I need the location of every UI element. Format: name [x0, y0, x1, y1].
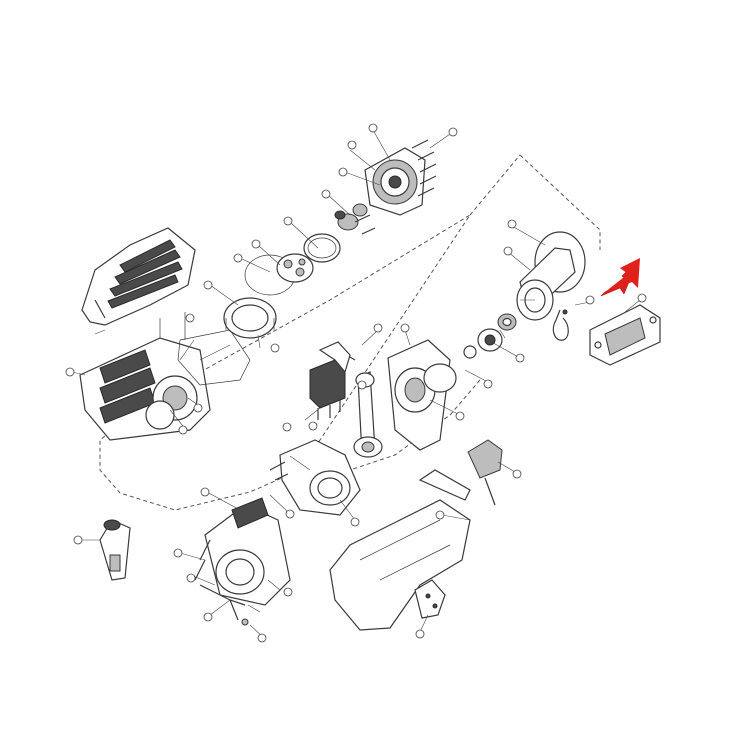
- cover-plate: [414, 579, 446, 619]
- planetary-carrier: [276, 253, 314, 283]
- motor-mount: [269, 439, 361, 516]
- callout-markers: [65, 123, 647, 643]
- base-tray: [329, 469, 471, 631]
- drum-bearing: [497, 313, 517, 331]
- shift-lever: [329, 344, 383, 458]
- ring-gear: [223, 297, 277, 339]
- cable-hook: [552, 309, 569, 341]
- gear-shaft: [334, 203, 368, 231]
- solenoid: [309, 341, 351, 420]
- remote-control: [99, 519, 131, 581]
- o-ring: [303, 233, 341, 263]
- roller-fairlead: [589, 304, 661, 366]
- gear-housing: [387, 339, 457, 451]
- assembly-boundary: [99, 154, 601, 511]
- top-cover: [81, 227, 196, 326]
- leader-lines: [71, 129, 641, 639]
- bearing: [463, 328, 503, 359]
- clutch-handle: [467, 439, 503, 506]
- control-box: [79, 312, 211, 441]
- end-housing: [364, 147, 426, 216]
- indicator-arrow: [600, 259, 639, 297]
- motor: [194, 497, 291, 606]
- bolt-set: [354, 139, 437, 235]
- winch-drum: [516, 231, 586, 321]
